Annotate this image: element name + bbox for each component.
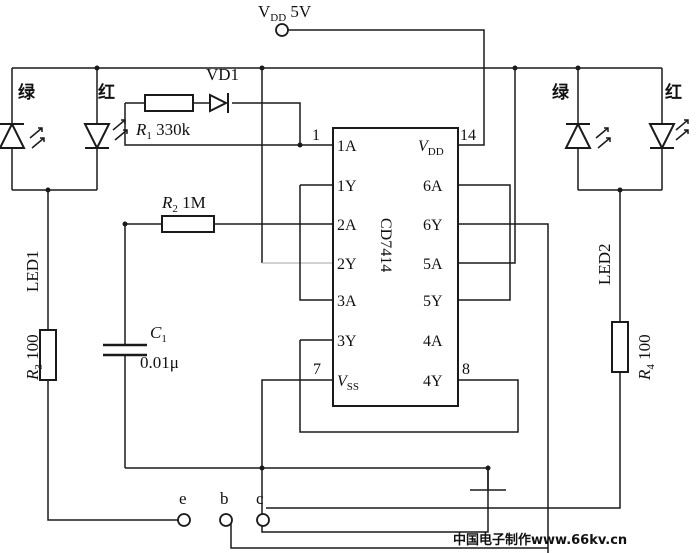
vd1-label: VD1: [206, 65, 239, 84]
b-wire: [230, 520, 548, 549]
6y-wire: [458, 223, 549, 553]
pin-label-vdd: VDD: [418, 138, 444, 158]
led1-label: LED1: [23, 250, 42, 292]
led1-wires: [11, 68, 98, 191]
vss-wire: [261, 379, 489, 533]
pin-number-14: 14: [460, 127, 476, 144]
5a-wire: [458, 68, 516, 264]
pin-label-4a: 4A: [423, 333, 443, 350]
r2-label: R2 1M: [161, 193, 206, 215]
1y-3a-wire: [299, 184, 333, 301]
pin-label-3a: 3A: [337, 293, 357, 310]
led1-to-e: [47, 190, 178, 521]
r1-vd1-wire: [125, 102, 333, 146]
pin-label-6y: 6Y: [423, 217, 443, 234]
r1-label: R1 330k: [135, 120, 191, 142]
terminal-b-label: b: [220, 489, 229, 508]
pin-label-1y: 1Y: [337, 178, 357, 195]
terminal-c[interactable]: [256, 513, 270, 527]
pin-label-2y: 2Y: [337, 256, 357, 273]
led1-green-label: 绿: [18, 82, 36, 103]
junction-dots: [45, 65, 623, 471]
cd7414-chip: [332, 127, 459, 407]
watermark-text: 中国电子制作www.66kv.cn: [453, 532, 627, 548]
terminal-e[interactable]: [177, 513, 191, 527]
pin-label-2a: 2A: [337, 217, 357, 234]
led2-green-label: 绿: [552, 82, 570, 103]
pin-number-7: 7: [313, 361, 321, 378]
pin-number-1: 1: [312, 127, 320, 144]
led2-label: LED2: [595, 243, 614, 285]
3y-4y-wire: [299, 339, 519, 433]
vdd-terminal: [275, 23, 289, 37]
led2-wires: [577, 68, 663, 191]
pin-label-vss: VSS: [337, 373, 359, 393]
vdd-label: VDD 5V: [258, 2, 312, 24]
c1-label: C1: [150, 323, 167, 345]
terminal-e-label: e: [179, 489, 187, 508]
led-green-2: [564, 110, 611, 150]
chip-name: CD7414: [377, 218, 394, 272]
pin-number-8: 8: [462, 361, 470, 378]
pin-label-1a: 1A: [337, 138, 357, 155]
r4-label: R4 100: [635, 334, 657, 381]
led2-red-label: 红: [665, 82, 682, 103]
r2-resistor: [161, 215, 215, 233]
terminal-b[interactable]: [219, 513, 233, 527]
wires: [11, 23, 663, 553]
r1-left-wire: [124, 103, 300, 146]
led1-red-label: 红: [98, 82, 115, 103]
r4-resistor: [611, 321, 629, 373]
r3-resistor: [39, 329, 57, 381]
pin-label-5y: 5Y: [423, 293, 443, 310]
led2-to-c: [266, 190, 621, 509]
vd1-diode: [209, 93, 229, 113]
r1-resistor: [144, 94, 194, 112]
terminal-c-label: c: [256, 489, 264, 508]
components: [0, 93, 689, 381]
pin-label-5a: 5A: [423, 256, 443, 273]
led-green-1: [0, 110, 45, 150]
pin-label-6a: 6A: [423, 178, 443, 195]
c1-value: 0.01μ: [140, 353, 179, 372]
r3-label: R3 100: [23, 334, 45, 381]
6a-5y-wire: [458, 184, 511, 301]
vdd-wire: [288, 29, 485, 146]
led-red-1: [83, 110, 128, 151]
pin-label-3y: 3Y: [337, 333, 357, 350]
ground-bus: [125, 467, 489, 490]
pin-label-4y: 4Y: [423, 373, 443, 390]
led-red-2: [648, 110, 689, 151]
